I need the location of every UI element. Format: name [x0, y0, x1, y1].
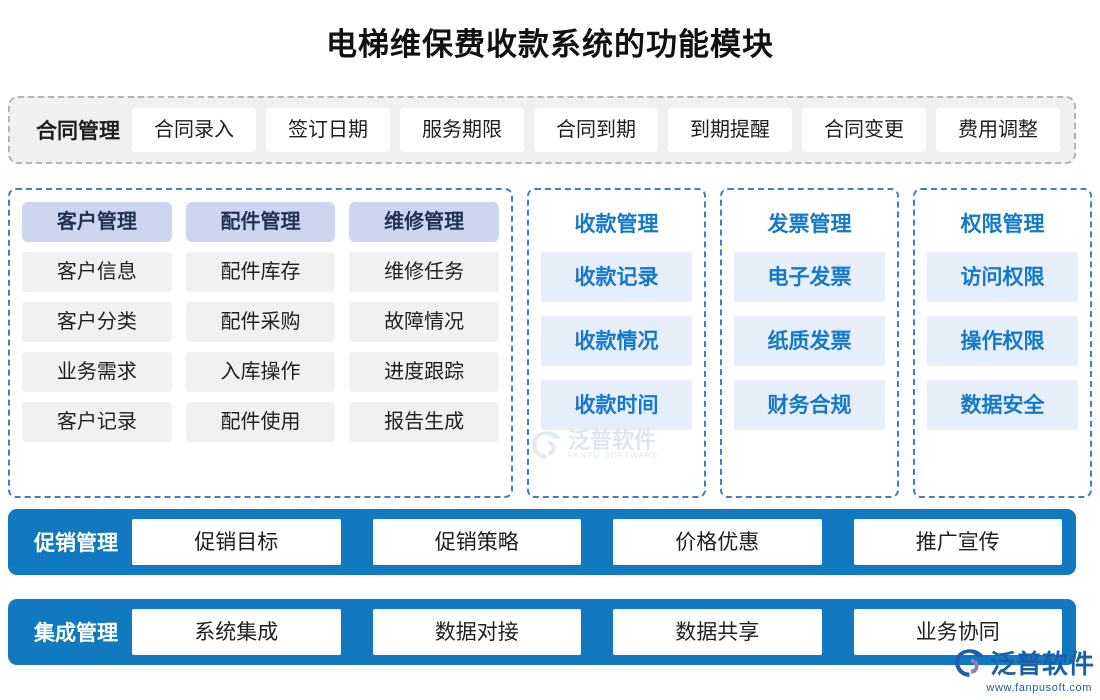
panel-payment-management: 收款管理 收款记录 收款情况 收款时间: [527, 188, 706, 498]
contract-item[interactable]: 费用调整: [936, 108, 1060, 152]
logo-row: 泛普软件: [953, 644, 1094, 681]
contract-item[interactable]: 合同变更: [802, 108, 926, 152]
contract-management-row: 合同管理 合同录入 签订日期 服务期限 合同到期 到期提醒 合同变更 费用调整: [8, 96, 1076, 164]
logo-url: www.fanpusoft.com: [986, 682, 1092, 694]
logo-name: 泛普软件: [989, 650, 1094, 679]
panel-item[interactable]: 操作权限: [927, 316, 1078, 366]
module-item[interactable]: 配件使用: [185, 402, 336, 442]
module-header-parts[interactable]: 配件管理: [185, 202, 336, 242]
module-item[interactable]: 配件库存: [185, 252, 336, 292]
module-item[interactable]: 维修任务: [349, 252, 500, 292]
contract-item[interactable]: 合同录入: [132, 108, 256, 152]
panel-item[interactable]: 电子发票: [734, 252, 885, 302]
contract-item[interactable]: 合同到期: [534, 108, 658, 152]
contract-management-label: 合同管理: [36, 119, 120, 143]
panel-item-list: 电子发票 纸质发票 财务合规: [734, 246, 885, 430]
panel-header-payment[interactable]: 收款管理: [574, 212, 659, 236]
panel-core-modules: 客户管理 客户信息 客户分类 业务需求 客户记录 配件管理 配件库存 配件采购 …: [8, 188, 513, 498]
panel-item[interactable]: 数据安全: [927, 380, 1078, 430]
fanpu-logo-icon: [955, 648, 984, 677]
module-item[interactable]: 报告生成: [349, 402, 500, 442]
column-repair-management: 维修管理 维修任务 故障情况 进度跟踪 报告生成: [349, 202, 500, 486]
promotion-item[interactable]: 推广宣传: [853, 519, 1062, 565]
panel-item[interactable]: 收款情况: [541, 316, 692, 366]
contract-item[interactable]: 签订日期: [266, 108, 390, 152]
page-title: 电梯维保费收款系统的功能模块: [326, 27, 774, 62]
promotion-item[interactable]: 价格优惠: [613, 519, 822, 565]
contract-item[interactable]: 服务期限: [400, 108, 524, 152]
promotion-management-row: 促销管理 促销目标 促销策略 价格优惠 推广宣传: [8, 509, 1076, 575]
panel-item[interactable]: 收款记录: [541, 252, 692, 302]
module-panels: 客户管理 客户信息 客户分类 业务需求 客户记录 配件管理 配件库存 配件采购 …: [8, 188, 1092, 498]
module-header-customer[interactable]: 客户管理: [22, 202, 172, 242]
integration-management-label: 集成管理: [34, 621, 118, 645]
module-item[interactable]: 进度跟踪: [349, 352, 500, 392]
integration-management-row: 集成管理 系统集成 数据对接 数据共享 业务协同: [8, 599, 1076, 665]
column-customer-management: 客户管理 客户信息 客户分类 业务需求 客户记录: [22, 202, 172, 486]
promotion-item[interactable]: 促销策略: [372, 519, 581, 565]
contract-item[interactable]: 到期提醒: [668, 108, 792, 152]
panel-item-list: 访问权限 操作权限 数据安全: [927, 246, 1078, 430]
module-item[interactable]: 客户记录: [22, 402, 172, 442]
core-modules-grid: 客户管理 客户信息 客户分类 业务需求 客户记录 配件管理 配件库存 配件采购 …: [22, 202, 500, 486]
panel-item[interactable]: 纸质发票: [734, 316, 885, 366]
panel-item[interactable]: 收款时间: [541, 380, 692, 430]
panel-item-list: 收款记录 收款情况 收款时间: [541, 246, 692, 430]
module-item[interactable]: 配件采购: [185, 302, 336, 342]
fanpu-logo: 泛普软件 www.fanpusoft.com: [953, 644, 1094, 694]
module-item[interactable]: 入库操作: [185, 352, 336, 392]
module-item[interactable]: 业务需求: [22, 352, 172, 392]
module-header-repair[interactable]: 维修管理: [349, 202, 500, 242]
panel-permission-management: 权限管理 访问权限 操作权限 数据安全: [913, 188, 1092, 498]
integration-item-list: 系统集成 数据对接 数据共享 业务协同: [132, 609, 1062, 655]
column-parts-management: 配件管理 配件库存 配件采购 入库操作 配件使用: [185, 202, 336, 486]
panel-item[interactable]: 财务合规: [734, 380, 885, 430]
integration-item[interactable]: 数据对接: [372, 609, 581, 655]
integration-item[interactable]: 数据共享: [613, 609, 822, 655]
module-item[interactable]: 故障情况: [349, 302, 500, 342]
promotion-item-list: 促销目标 促销策略 价格优惠 推广宣传: [132, 519, 1062, 565]
panel-item[interactable]: 访问权限: [927, 252, 1078, 302]
promotion-management-label: 促销管理: [34, 531, 118, 555]
integration-item[interactable]: 系统集成: [132, 609, 341, 655]
panel-invoice-management: 发票管理 电子发票 纸质发票 财务合规: [720, 188, 899, 498]
panel-header-invoice[interactable]: 发票管理: [767, 212, 852, 236]
integration-item[interactable]: 业务协同: [853, 609, 1062, 655]
promotion-item[interactable]: 促销目标: [132, 519, 341, 565]
contract-item-list: 合同录入 签订日期 服务期限 合同到期 到期提醒 合同变更 费用调整: [128, 98, 1064, 162]
module-item[interactable]: 客户分类: [22, 302, 172, 342]
module-item[interactable]: 客户信息: [22, 252, 172, 292]
panel-header-permission[interactable]: 权限管理: [960, 212, 1045, 236]
